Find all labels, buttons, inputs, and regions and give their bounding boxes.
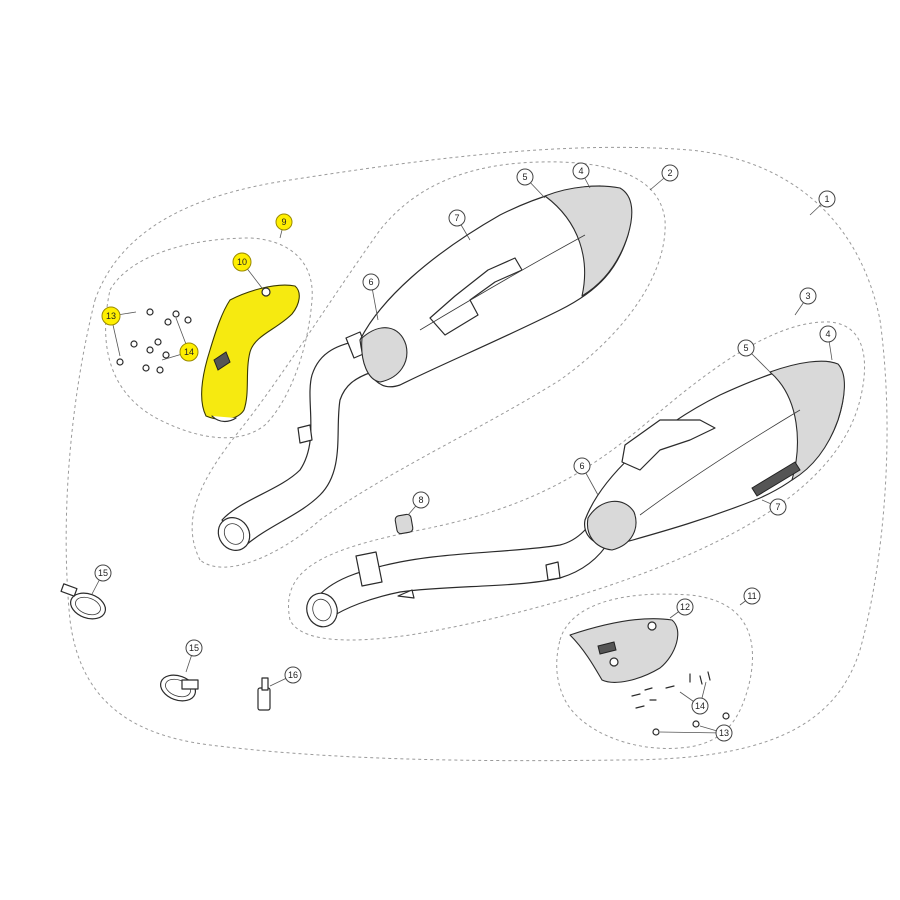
- callout-4-upper[interactable]: 4: [572, 162, 590, 180]
- callout-label: 9: [281, 217, 286, 227]
- callout-14-lower[interactable]: 14: [691, 697, 709, 715]
- group-outline-11: [556, 593, 753, 749]
- callout-11[interactable]: 11: [743, 587, 761, 605]
- callout-label: 15: [189, 643, 199, 653]
- callout-6-upper[interactable]: 6: [362, 273, 380, 291]
- callout-label: 13: [719, 728, 729, 738]
- callout-8[interactable]: 8: [412, 491, 430, 509]
- callout-16[interactable]: 16: [284, 666, 302, 684]
- callout-label: 6: [368, 277, 373, 287]
- callout-label: 11: [747, 591, 756, 601]
- callout-3[interactable]: 3: [799, 287, 817, 305]
- callout-label: 7: [775, 502, 780, 512]
- callout-4-lower[interactable]: 4: [819, 325, 837, 343]
- callout-5-lower[interactable]: 5: [737, 339, 755, 357]
- muffler-assembly-upper: [217, 185, 633, 551]
- callout-label: 16: [288, 670, 298, 680]
- callout-10[interactable]: 10: [232, 252, 252, 272]
- muffler-endcap-lower: [769, 360, 845, 481]
- callout-label: 7: [454, 213, 459, 223]
- muffler-endcap-upper: [544, 185, 633, 297]
- callout-12[interactable]: 12: [676, 598, 694, 616]
- callout-label: 1: [824, 194, 829, 204]
- muffler-collar-lower: [586, 500, 637, 551]
- callout-7-upper[interactable]: 7: [448, 209, 466, 227]
- heat-shield-lower: [569, 618, 679, 683]
- callout-label: 14: [695, 701, 705, 711]
- callout-label: 8: [418, 495, 423, 505]
- callout-13-lower[interactable]: 13: [715, 724, 733, 742]
- shield-logo: [213, 351, 231, 371]
- callout-label: 5: [743, 343, 748, 353]
- shield-bolt-10: [261, 287, 271, 297]
- fasteners-upper: [116, 308, 192, 374]
- callout-label: 12: [680, 602, 690, 612]
- group-outline-3: [288, 321, 866, 641]
- pipe-bracket-lower: [545, 561, 561, 581]
- clamp-15a: [60, 583, 107, 620]
- callout-15-a[interactable]: 15: [94, 564, 112, 582]
- callout-1[interactable]: 1: [818, 190, 836, 208]
- callout-label: 4: [578, 166, 583, 176]
- muffler-hanger-lower: [621, 419, 716, 471]
- muffler-collar-upper: [361, 327, 408, 383]
- callout-label: 14: [184, 347, 194, 357]
- callout-label: 10: [237, 257, 247, 267]
- callout-7-lower[interactable]: 7: [769, 498, 787, 516]
- muffler-hanger-upper: [429, 257, 523, 336]
- heat-shield-upper: [201, 284, 300, 423]
- callout-label: 13: [106, 311, 116, 321]
- spacer-8: [394, 513, 414, 535]
- callout-label: 15: [98, 568, 108, 578]
- callout-15-b[interactable]: 15: [185, 639, 203, 657]
- pipe-clamp-lower: [355, 551, 383, 587]
- muffler-assembly-lower: [306, 360, 845, 628]
- sensor-16: [257, 677, 271, 711]
- callout-5-upper[interactable]: 5: [516, 168, 534, 186]
- callout-13-upper[interactable]: 13: [101, 306, 121, 326]
- callout-label: 2: [667, 168, 672, 178]
- pipe-tab-lower: [397, 589, 415, 599]
- fasteners-lower: [631, 671, 730, 736]
- pipe-bracket-upper: [297, 424, 313, 444]
- clamp-15b: [159, 674, 199, 702]
- muffler-logo-plate: [751, 461, 801, 497]
- group-outline-2: [191, 161, 666, 568]
- callout-14-upper[interactable]: 14: [179, 342, 199, 362]
- callout-label: 4: [825, 329, 830, 339]
- callout-label: 3: [805, 291, 810, 301]
- callout-6-lower[interactable]: 6: [573, 457, 591, 475]
- callout-label: 6: [579, 461, 584, 471]
- heat-shield-12: [569, 618, 679, 683]
- callout-2[interactable]: 2: [661, 164, 679, 182]
- callout-9[interactable]: 9: [275, 213, 293, 231]
- group-outline-1: [65, 146, 888, 762]
- heat-shield-9: [201, 284, 300, 420]
- callout-label: 5: [522, 172, 527, 182]
- pipe-inlet-lower: [306, 592, 338, 628]
